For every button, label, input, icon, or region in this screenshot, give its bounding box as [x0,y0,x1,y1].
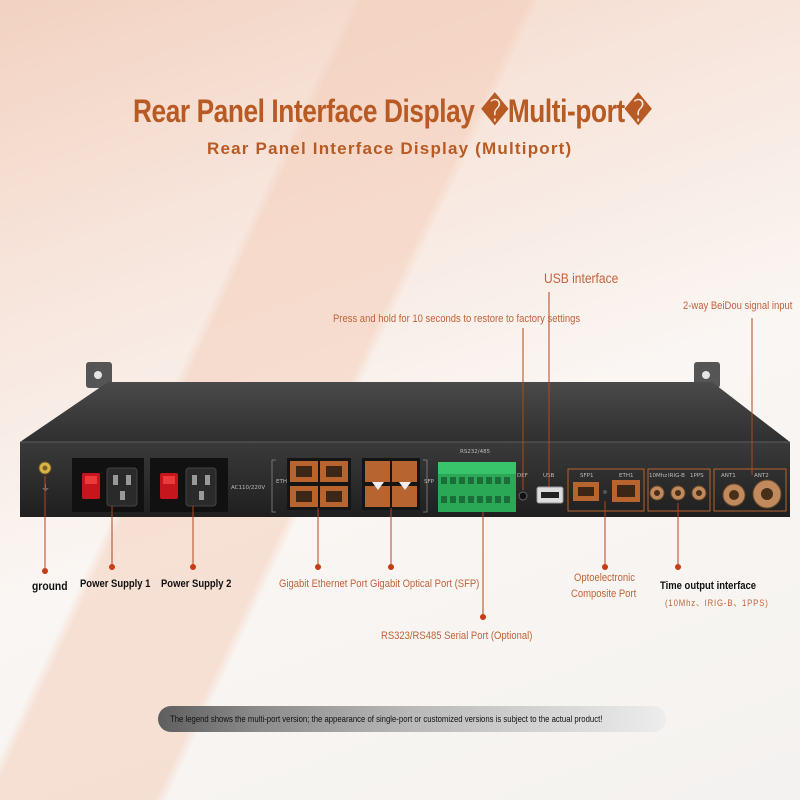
reset-button [518,491,528,501]
page-subtitle: Rear Panel Interface Display (Multiport) [207,139,573,158]
antenna-group [713,468,787,512]
sfp-ports [362,458,420,510]
power-supply-1 [72,458,144,512]
irig-label: IRIG-B [668,473,685,479]
opto-label-line2: Composite Port [571,588,637,600]
power-supply-1-label: Power Supply 1 [80,578,151,590]
callout-dots [42,564,681,620]
power-supply-2-label: Power Supply 2 [161,578,232,590]
reset-label: Press and hold for 10 seconds to restore… [333,313,581,325]
ant1-label: ANT1 [721,473,736,479]
eth-sfp-label: Gigabit Ethernet Port Gigabit Optical Po… [279,578,480,590]
ant2-label: ANT2 [754,473,769,479]
svg-text:⏚: ⏚ [41,483,50,494]
legend-note-bar [158,706,666,732]
opto-label-line1: Optoelectronic [574,572,636,584]
mhz-label: 10Mhz [649,473,667,479]
ac-label: AC110/220V [231,485,265,491]
ground-label: ground [32,579,68,593]
eth1-label: ETH1 [619,473,633,479]
ethernet-ports [287,458,351,510]
time-output-label-line1: Time output interface [660,580,757,592]
serial-terminal-block [438,462,516,512]
pps-label: 1PPS [690,473,704,479]
sfp1-label: SFP1 [580,473,593,479]
rack-ear-right [694,362,720,388]
legend-note-text: The legend shows the multi-port version;… [170,714,603,724]
beidou-label: 2-way BeiDou signal input [683,300,793,312]
callout-lines [44,292,753,615]
ground-terminal: ⏚ [38,461,52,494]
def-label: DEF [517,473,528,479]
sfp-label: SFP [424,479,435,485]
power-supply-2 [150,458,228,512]
composite-port-group [567,468,645,512]
usb-interface-label: USB interface [544,270,619,286]
time-output-label-line2: (10Mhz、IRIG-B、1PPS) [665,598,769,608]
rs-label: RS232/485 [460,449,491,455]
rack-ear-left [86,362,112,388]
chassis-top [20,382,790,442]
eth-label: ETH [276,479,287,485]
page-title: Rear Panel Interface Display �Multi-port… [133,93,652,129]
serial-port-label: RS323/RS485 Serial Port (Optional) [381,630,533,642]
usb-port [536,486,564,504]
time-output-group [647,468,711,512]
